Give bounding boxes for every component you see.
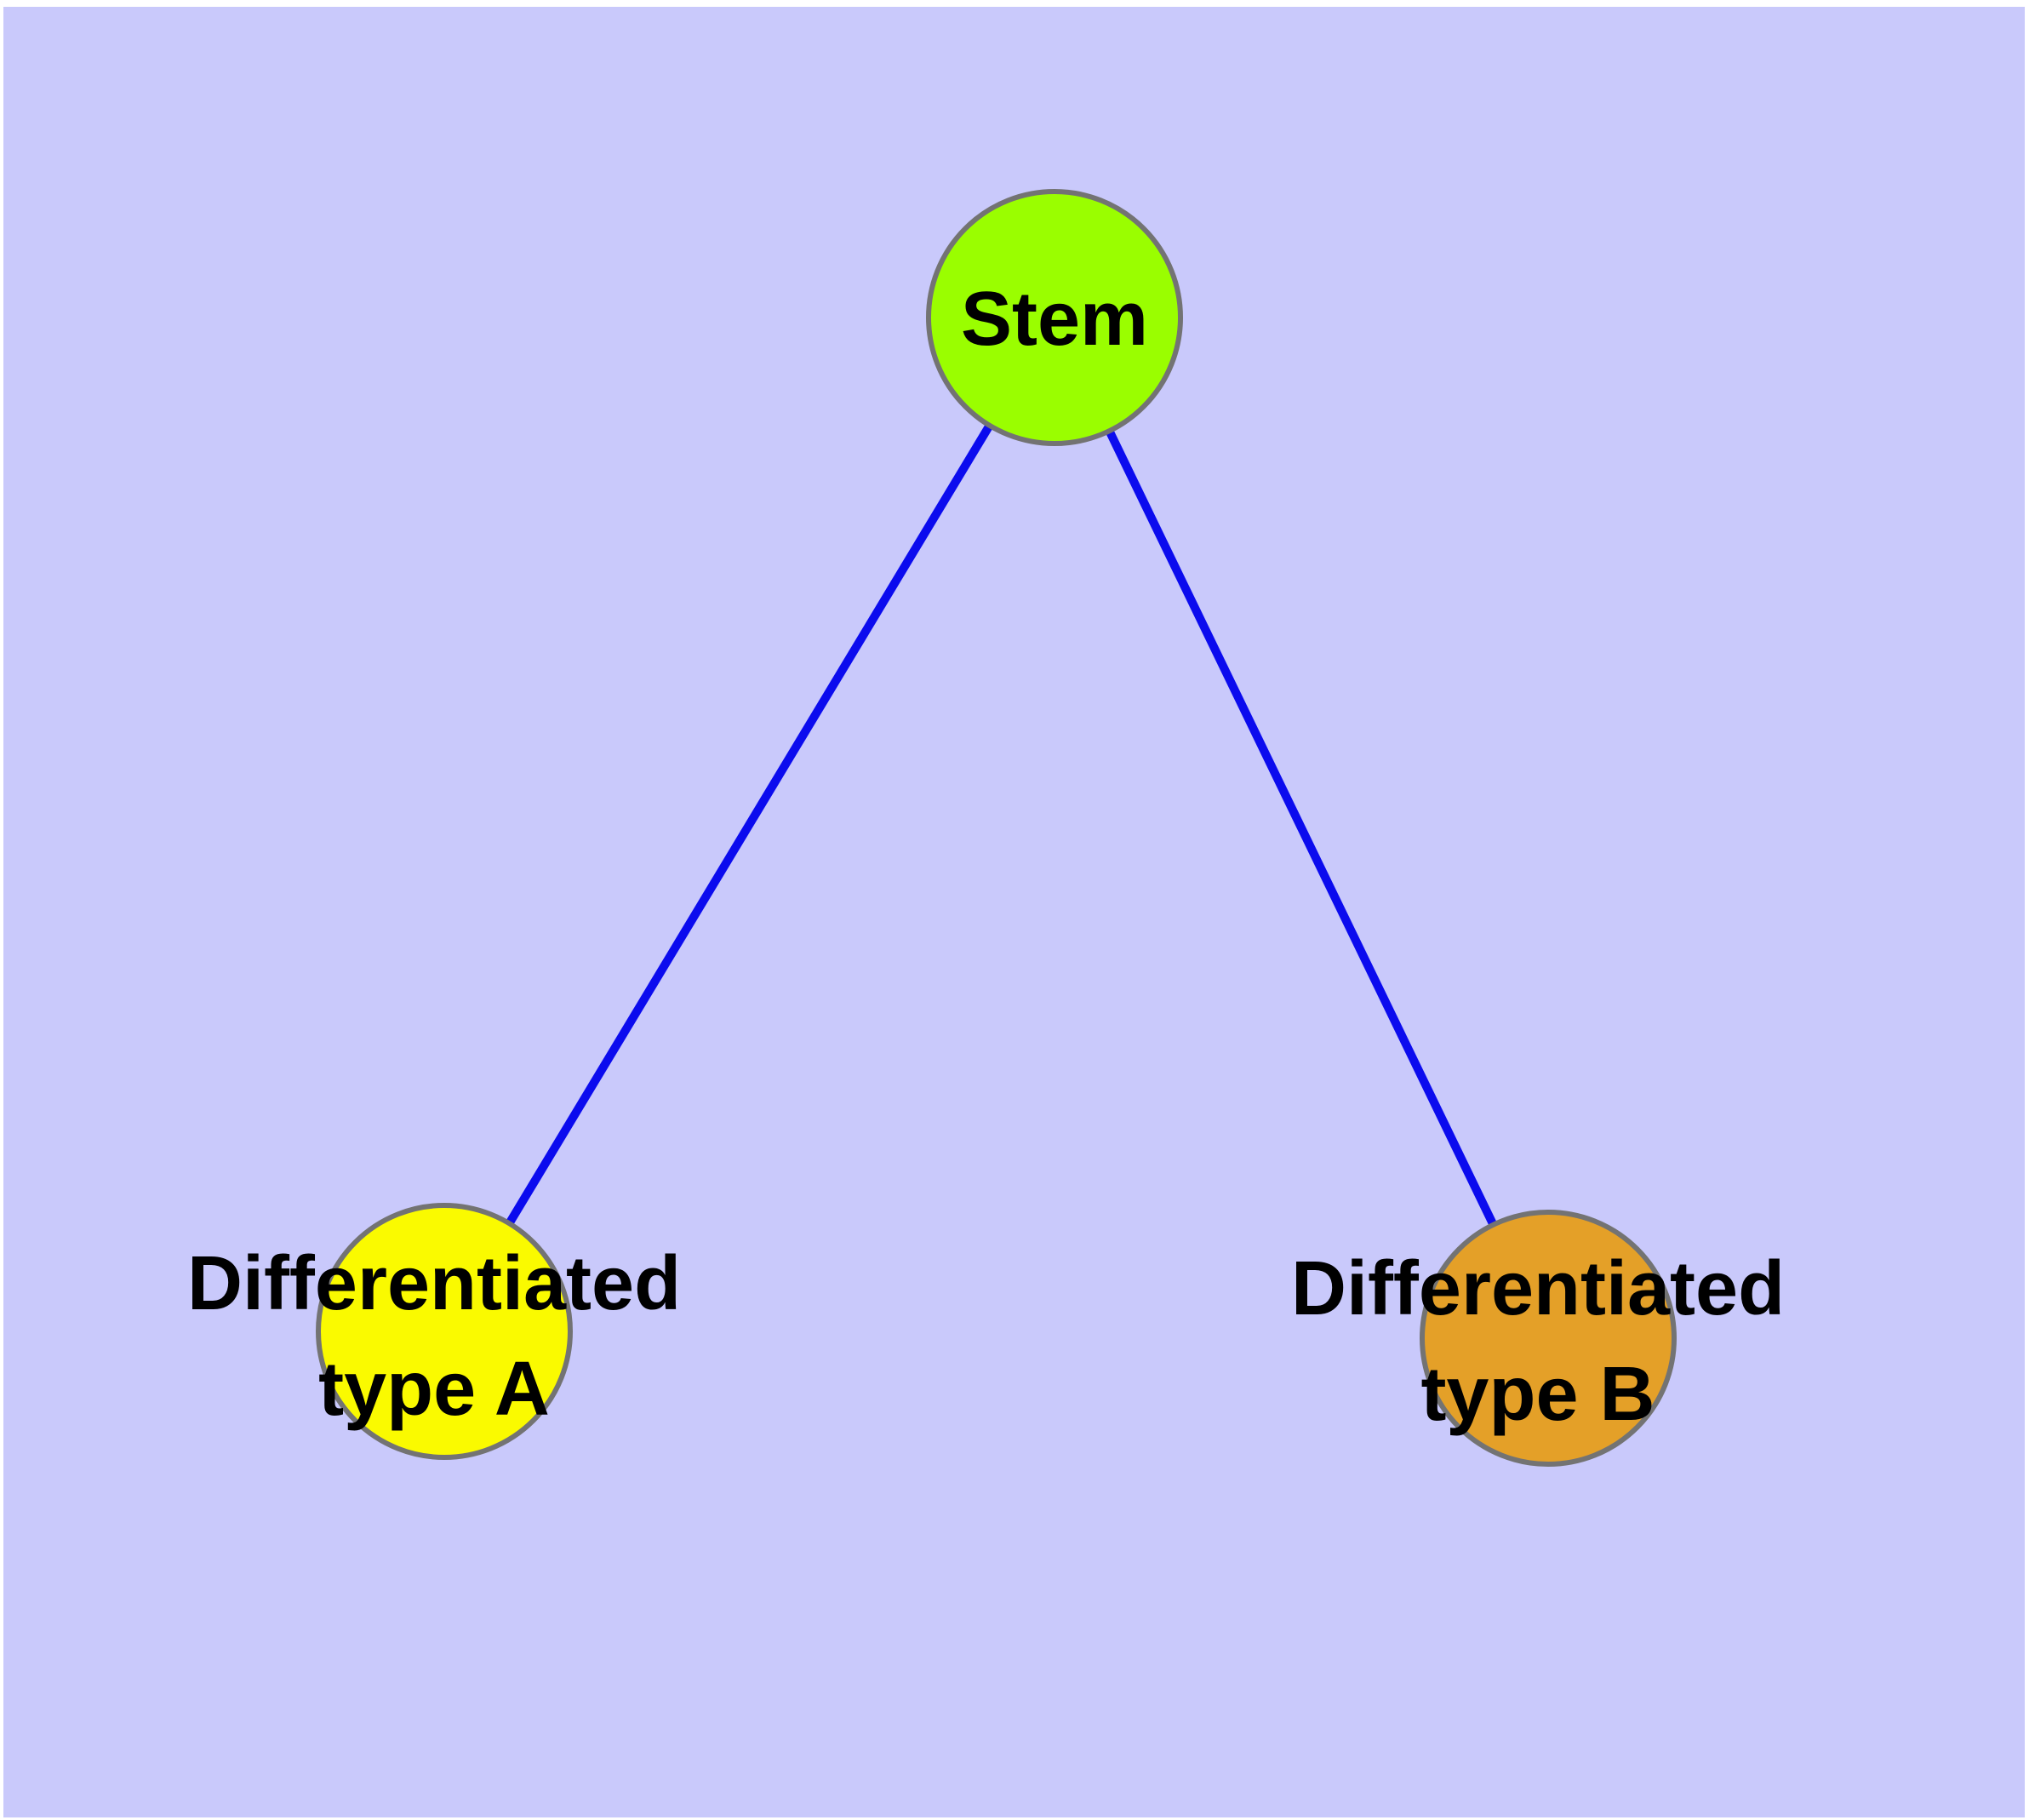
edge-stem-to-typeA — [440, 315, 1059, 1334]
node-type-a-label-line1: Differentiated — [186, 1241, 682, 1326]
node-differentiated-type-b — [1420, 1210, 1677, 1467]
node-type-a-label: Differentiated type A — [187, 1231, 681, 1442]
node-type-b-label-line1: Differentiated — [1290, 1246, 1786, 1331]
node-type-b-label-line2: type B — [1420, 1352, 1655, 1437]
edge-stem-to-typeB — [1050, 315, 1552, 1341]
node-type-b-label: Differentiated type B — [1291, 1236, 1785, 1447]
node-stem — [926, 189, 1183, 446]
node-type-a-label-line2: type A — [318, 1347, 550, 1432]
node-stem-label: Stem — [960, 277, 1149, 362]
node-differentiated-type-a — [316, 1203, 573, 1460]
